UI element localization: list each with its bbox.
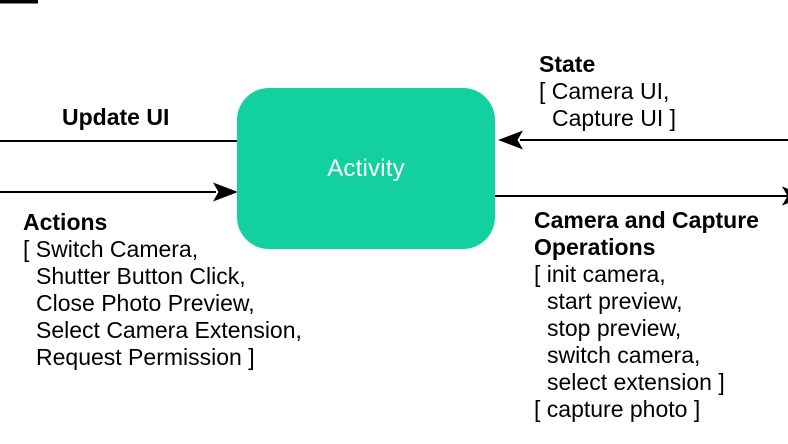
camera-ops-label-line: Camera and Capture <box>534 207 759 233</box>
state-item: [ Camera UI, <box>539 78 670 104</box>
camera-ops-item: [ capture photo ] <box>534 396 701 422</box>
state-label: State <box>539 51 596 77</box>
crop-mark-bar <box>0 0 38 4</box>
camera-ops-arrow <box>495 186 788 206</box>
actions-item: Request Permission ] <box>36 344 255 370</box>
state-arrow <box>498 130 788 150</box>
camera-ops-item: [ init camera, <box>534 261 666 287</box>
actions-arrow <box>0 182 238 202</box>
state-item: Capture UI ] <box>552 105 676 131</box>
actions-item: Shutter Button Click, <box>36 263 246 289</box>
update-ui-label: Update UI <box>62 104 170 130</box>
actions-label-block: Actions [ Switch Camera, Shutter Button … <box>23 209 302 371</box>
camera-ops-item: select extension ] <box>547 369 725 395</box>
state-label-block: State [ Camera UI, Capture UI ] <box>539 51 676 132</box>
camera-ops-item: stop preview, <box>547 315 682 341</box>
actions-label: Actions <box>23 209 108 235</box>
actions-item: Close Photo Preview, <box>36 290 255 316</box>
camera-ops-label-line: Operations <box>534 234 656 260</box>
actions-item: [ Switch Camera, <box>23 236 199 262</box>
actions-item: Select Camera Extension, <box>36 317 302 343</box>
camera-ops-label-block: Camera and Capture Operations [ init cam… <box>534 207 759 423</box>
activity-node-label: Activity <box>327 154 405 182</box>
camera-ops-item: start preview, <box>547 288 683 314</box>
activity-node: Activity <box>237 88 495 249</box>
camera-ops-item: switch camera, <box>547 342 701 368</box>
